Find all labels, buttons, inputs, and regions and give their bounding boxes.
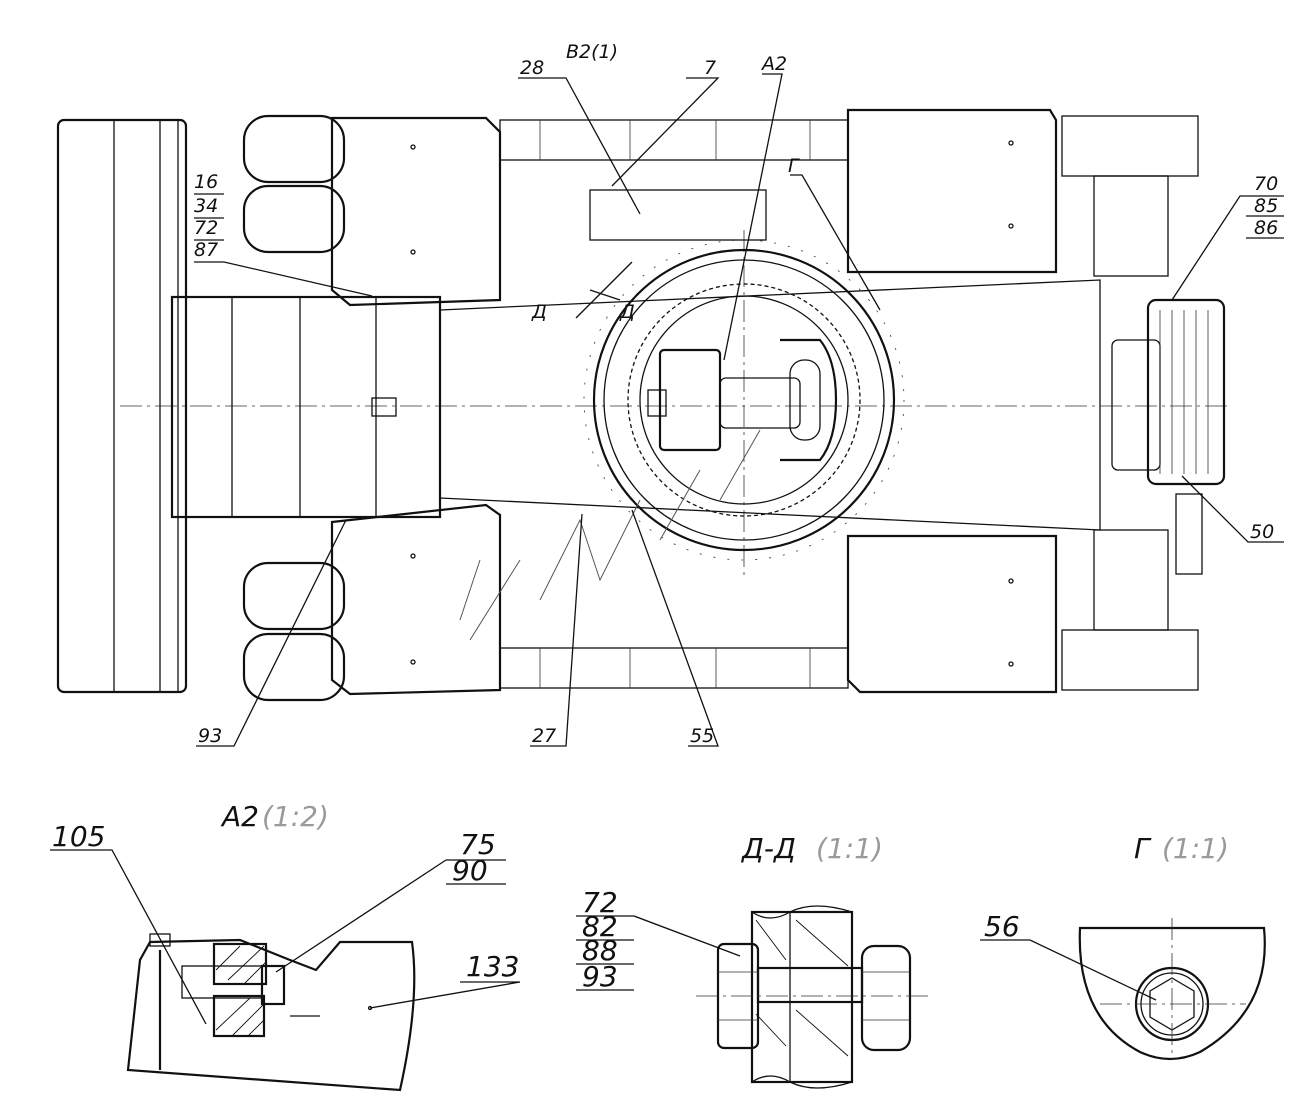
- detail-g-scale: (1:1): [1162, 832, 1229, 865]
- dozer-blade: [56, 118, 188, 694]
- callout-86: 86: [1254, 217, 1278, 239]
- detail-g: Г (1:1) 56: [980, 832, 1266, 1061]
- callout-55: 55: [690, 725, 714, 747]
- rear-grille: [1146, 298, 1226, 575]
- detail-a2-scale: (1:2): [262, 800, 329, 833]
- callout-7: 7: [704, 57, 716, 79]
- callout-90: 90: [452, 854, 488, 887]
- callout-dd-82: 82: [582, 910, 618, 943]
- callout-27: 27: [532, 725, 556, 747]
- callout-b2: B2(1): [566, 41, 618, 63]
- slewing-ring: [583, 239, 905, 561]
- callout-dd-88: 88: [582, 934, 618, 967]
- callout-93: 93: [198, 725, 222, 747]
- callout-16: 16: [194, 171, 218, 193]
- callout-75: 75: [460, 828, 496, 861]
- callout-d-2: Д: [619, 301, 635, 323]
- section-d-d: Д-Д (1:1) 72 82 88 93: [576, 832, 932, 1089]
- slew-motor: [647, 338, 838, 462]
- callout-85: 85: [1254, 195, 1278, 217]
- detail-a2: A2 (1:2) 105 75 90 133: [50, 800, 521, 1092]
- callout-72: 72: [194, 217, 218, 239]
- leader-lines: [194, 73, 1284, 747]
- main-top-view: B2(1) 28 7 A2 Г Д Д 16 34 72 87 70 85 86…: [56, 41, 1284, 747]
- callout-87: 87: [194, 239, 218, 261]
- callout-a2: A2: [760, 53, 787, 75]
- blade-frame: [170, 295, 442, 519]
- section-d-d-title: Д-Д: [740, 832, 796, 865]
- track-wheels: [242, 114, 346, 702]
- callout-dd-93: 93: [582, 960, 618, 993]
- detail-a2-title: A2: [220, 800, 259, 833]
- callout-g: Г: [788, 155, 800, 177]
- callout-105: 105: [52, 820, 105, 853]
- callout-d-1: Д: [531, 301, 547, 323]
- section-d-d-scale: (1:1): [816, 832, 883, 865]
- watermark-logo: [459, 429, 761, 641]
- callout-133: 133: [466, 950, 519, 983]
- callout-70: 70: [1254, 173, 1278, 195]
- callout-dd-72: 72: [582, 886, 618, 919]
- side-frames: [439, 115, 1199, 691]
- callout-28: 28: [520, 57, 544, 79]
- callout-56: 56: [984, 910, 1020, 943]
- detail-g-title: Г: [1134, 832, 1152, 865]
- callout-50: 50: [1250, 521, 1274, 543]
- callout-34: 34: [194, 195, 218, 217]
